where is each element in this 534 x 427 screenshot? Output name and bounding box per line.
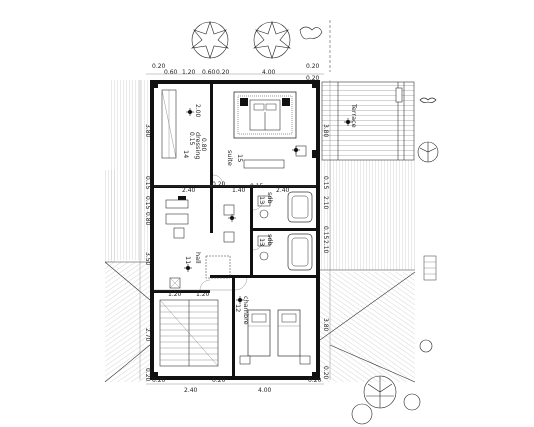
plant-right-icon [419,97,437,353]
dim-bot-e: 4.00 [258,387,272,394]
dim-bot-c: 0.20 [308,377,322,384]
dim-left-c: 0.15 [144,196,151,210]
columns [150,80,320,380]
dim-bot-b: 0.20 [212,377,226,384]
dim-mid-a: 2.40 [182,187,196,194]
dim-left-a: 3.80 [144,124,151,138]
dim-right-a: 3.80 [322,124,329,138]
dim-dressing-b: 0.15 [188,132,195,146]
dim-right-f: 3.80 [322,318,329,332]
tree-right-small-icon [417,141,439,163]
suite-label: suite [226,150,234,166]
dressing-label: dressing [194,132,202,159]
dim-top-b: 0.60 [164,69,178,76]
dim-mid-d: 0.15 [250,183,264,190]
dim-top-a: 0.20 [152,63,166,70]
suite-bed [233,91,297,139]
roof-left-lower [104,170,150,382]
hall-label: hall [194,252,202,264]
dim-top-e: 0.20 [216,69,230,76]
dim-mid-b: 0.20 [212,181,226,188]
bush-top-icon [299,26,323,40]
dim-left-b: 0.15 [144,176,151,190]
sdb-upper-fixtures [257,191,313,223]
dim-mid-e: 2.40 [276,187,290,194]
roof-right-lower [320,272,415,382]
dim-left-g: 0.20 [144,368,151,382]
sdb-upper-number: 13 [258,196,266,204]
sdb-upper-label: sdb [266,192,274,204]
dim-dressing-a: 2.00 [194,104,201,118]
sdb-lower-label: sdb [266,234,274,246]
dressing-number: 14 [182,150,190,158]
hall-number: 11 [184,256,192,264]
dim-right-g: 0.20 [322,366,329,380]
dim-left-d: 0.80 [144,212,151,226]
roof-ridge-lines [104,261,416,383]
dim-right-d: 0.15 [322,226,329,240]
dim-dressing-c: 0.80 [200,138,207,152]
dim-top-h: 0.20 [306,75,320,82]
walls-inner [150,80,320,380]
terrace-label: Terrace [350,103,358,128]
dim-left-e: 3.50 [144,252,151,266]
dressing-wardrobe [161,89,177,159]
tree-left-icon [190,21,230,59]
chambre-label: chambre [242,296,250,325]
dim-hall-a: 1.20 [168,291,182,298]
dim-top-g: 0.20 [306,63,320,70]
chambre-number: 12 [234,304,242,312]
terrace-pergola [321,81,415,161]
dim-bot-a: 0.20 [152,377,166,384]
dim-top-d: 0.60 [202,69,216,76]
dim-top-f: 4.00 [262,69,276,76]
dim-bot-d: 2.40 [184,387,198,394]
dim-left-f: 2.70 [144,328,151,342]
suite-number: 15 [236,154,244,162]
staircase [159,299,219,367]
dim-right-b: 0.15 [322,176,329,190]
tree-right-bottom-icon [351,375,421,425]
chambre-beds [239,309,311,365]
sdb-lower-fixtures [223,204,313,271]
dimension-lines [139,73,331,385]
door-swings [199,174,264,291]
dim-mid-c: 1.40 [232,187,246,194]
sdb-lower-number: 13 [258,238,266,246]
dim-hall-b: 1.20 [196,291,210,298]
level-markers [184,108,352,304]
roof-left-upper [110,80,150,260]
dim-right-e: 2.10 [322,240,329,254]
hall-furniture [165,199,231,289]
tree-right-icon [252,21,292,59]
dim-top-c: 1.20 [182,69,196,76]
dim-right-c: 2.10 [322,196,329,210]
roof-right-upper [320,160,415,270]
